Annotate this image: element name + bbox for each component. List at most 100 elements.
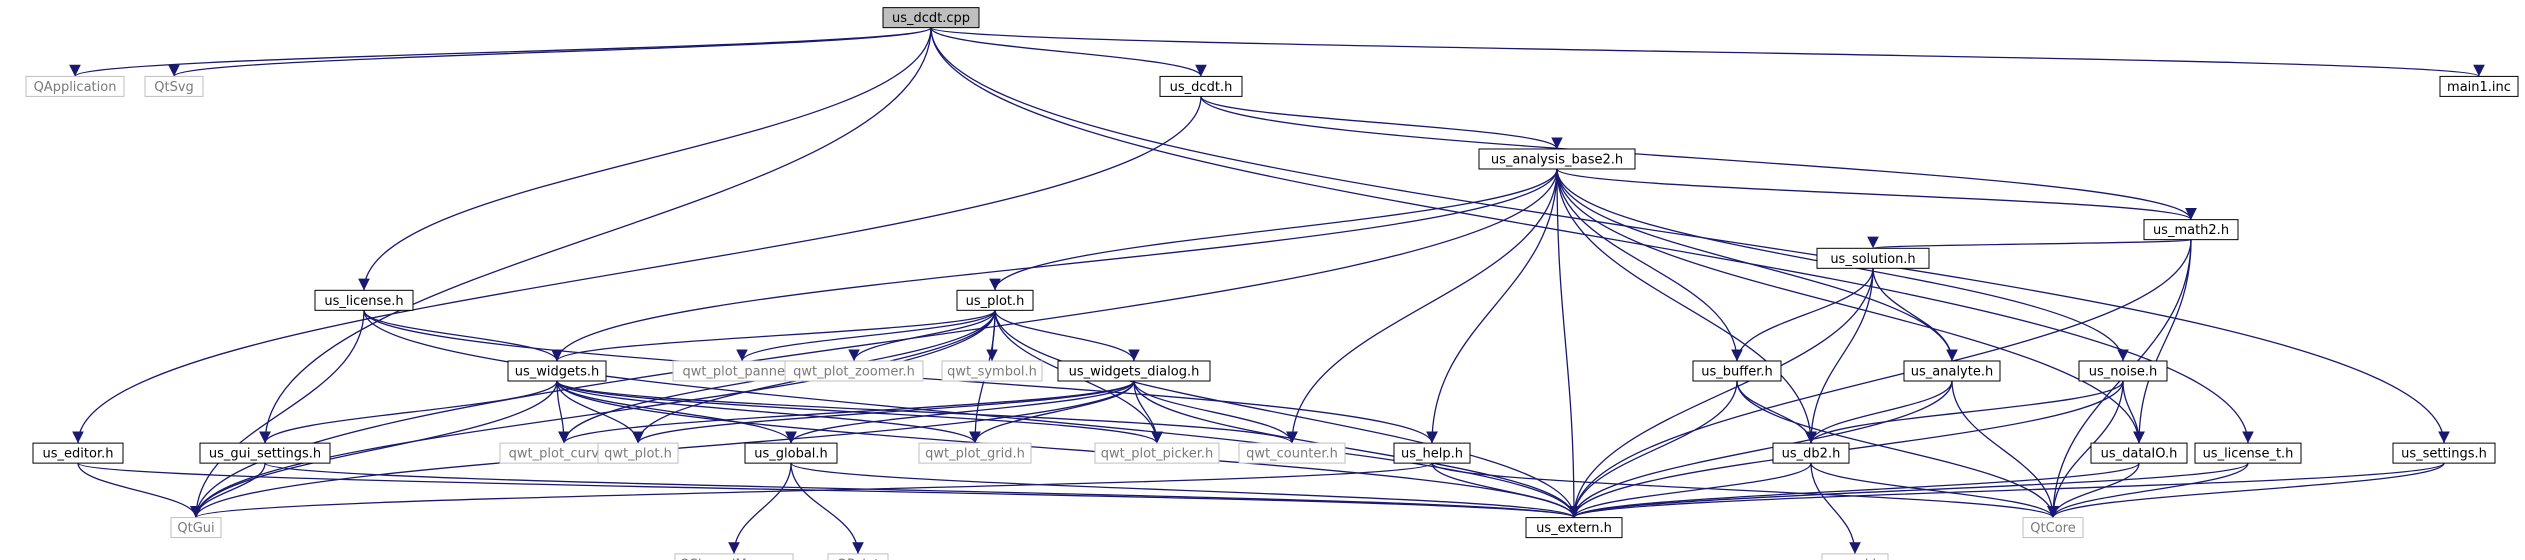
node-box [1772,442,1850,464]
node-label: us_dcdt.h [1170,80,1233,95]
node-label: QPoint [837,557,880,560]
node-us-db2-h[interactable]: us_db2.h [1772,442,1850,464]
edge-us-solution-h-to-us-buffer-h [1731,268,1874,362]
edge-us-analysis-base2-h-to-us-widgets-h [551,168,1558,361]
edge-us-analysis-base2-h-to-us-dataIO-h [1556,168,2145,444]
edge-us-analysis-base2-h-to-QtGui [190,168,1558,518]
node-box [784,360,924,382]
node-main1-inc[interactable]: main1.inc [2439,75,2519,97]
edge-us-dataIO-h-to-QtCore [2047,463,2140,518]
edge-us-plot-h-to-us-extern-h [994,310,1580,518]
node-box [1821,553,1889,560]
node-label: qwt_plot_curve.h [509,447,620,462]
edge-us-analysis-base2-h-to-us-plot-h [989,168,1558,291]
edge-us-widgets-h-to-us-gui-settings-h [259,380,558,444]
node-us-editor-h[interactable]: us_editor.h [32,442,124,464]
edge-us-dcdt-h-to-us-analysis-base2-h [1200,96,1563,150]
node-label: QtCore [2030,521,2075,536]
node-box [199,442,331,464]
edge-us-math2-h-to-us-extern-h [1568,239,2192,518]
node-us-global-h[interactable]: us_global.h [744,442,838,464]
node-qwt-plot-zoomer-h[interactable]: qwt_plot_zoomer.h [784,360,924,382]
edge-us-settings-h-to-QtCore [2047,462,2445,519]
edge-us-dcdt-h-to-us-editor-h [72,96,1202,444]
edge-us-help-h-to-us-extern-h [1431,462,1580,518]
node-label: us_gui_settings.h [209,447,321,462]
node-qwt-plot-curve-h[interactable]: qwt_plot_curve.h [499,442,629,464]
node-label: us_settings.h [2401,447,2487,462]
edge-us-solution-h-to-us-db2-h [1805,268,1874,444]
edge-us-plot-h-to-qwt-plot-panner-h [736,310,996,362]
node-qwt-symbol-h[interactable]: qwt_symbol.h [941,360,1043,382]
node-box [170,517,222,539]
node-us-license-h[interactable]: us_license.h [314,289,414,311]
edge-us-gui-settings-h-to-us-extern-h [264,462,1580,519]
node-us-math2-h[interactable]: us_math2.h [2143,219,2239,241]
node-QApplication[interactable]: QApplication [25,75,125,97]
node-label: qwt_counter.h [1246,447,1338,462]
edge-us-widgets-h-to-qwt-plot-h [556,380,644,444]
node-us-widgets-dialog-h[interactable]: us_widgets_dialog.h [1057,360,1211,382]
node-qwt-counter-h[interactable]: qwt_counter.h [1238,442,1346,464]
edge-us-widgets-dialog-h-to-qwt-plot-h [632,380,1135,444]
node-us-analysis-base2-h[interactable]: us_analysis_base2.h [1478,148,1636,170]
edge-us-dcdt-cpp-to-us-gui-settings-h [259,27,932,444]
edge-us-analyte-h-to-us-db2-h [1805,380,1953,444]
node-us-license-t-h[interactable]: us_license_t.h [2194,442,2302,464]
node-label: us_dataIO.h [2101,447,2178,462]
edge-us-help-h-to-QtGui [190,462,1433,519]
node-box [941,360,1043,382]
edge-us-widgets-dialog-h-to-qwt-counter-h [1133,380,1298,444]
node-mysql-h[interactable]: mysql.h [1821,553,1889,560]
node-us-widgets-h[interactable]: us_widgets.h [507,360,607,382]
node-us-gui-settings-h[interactable]: us_gui_settings.h [199,442,331,464]
node-box [2022,517,2084,539]
node-us-dcdt-h[interactable]: us_dcdt.h [1159,75,1243,97]
node-us-settings-h[interactable]: us_settings.h [2392,442,2496,464]
edge-us-analysis-base2-h-to-us-buffer-h [1556,168,1743,361]
node-label: us_extern.h [1536,521,1612,536]
node-label: us_analyte.h [1911,364,1993,379]
node-us-plot-h[interactable]: us_plot.h [956,289,1034,311]
edge-us-db2-h-to-us-extern-h [1568,462,1812,518]
edge-layer [69,27,2485,554]
edge-us-plot-h-to-us-widgets-dialog-h [994,310,1140,362]
node-QSharedMemory[interactable]: QSharedMemory [674,553,794,560]
node-us-extern-h[interactable]: us_extern.h [1525,517,1623,539]
node-qwt-plot-h[interactable]: qwt_plot.h [597,442,679,464]
edge-us-dcdt-cpp-to-main1-inc [930,27,2485,77]
node-us-analyte-h[interactable]: us_analyte.h [1903,360,2001,382]
node-us-noise-h[interactable]: us_noise.h [2078,360,2168,382]
edge-us-analysis-base2-h-to-us-extern-h [1556,168,1580,518]
edge-us-db2-h-to-mysql-h [1810,463,1861,554]
node-label: QSharedMemory [680,557,789,560]
edge-us-db2-h-to-QtCore [1810,462,2059,518]
node-us-help-h[interactable]: us_help.h [1393,442,1471,464]
node-box [144,75,204,97]
node-qwt-plot-grid-h[interactable]: qwt_plot_grid.h [918,442,1032,464]
edge-us-math2-h-to-us-dataIO-h [2133,239,2192,444]
node-box [32,442,124,464]
node-QtSvg[interactable]: QtSvg [144,75,204,97]
node-label: main1.inc [2447,80,2511,95]
edge-us-buffer-h-to-us-extern-h [1568,380,1738,518]
node-us-dcdt-cpp[interactable]: us_dcdt.cpp [882,7,980,29]
node-box [2439,75,2519,97]
edge-us-analysis-base2-h-to-us-help-h [1426,168,1558,444]
edge-us-license-t-h-to-QtCore [2047,462,2249,518]
node-label: qwt_plot_grid.h [925,447,1025,462]
node-label: us_solution.h [1830,252,1915,267]
node-QtGui[interactable]: QtGui [170,517,222,539]
node-qwt-plot-panner-h[interactable]: qwt_plot_panner.h [672,360,812,382]
edge-us-global-h-to-us-extern-h [790,462,1580,519]
node-qwt-plot-picker-h[interactable]: qwt_plot_picker.h [1094,442,1220,464]
node-label: us_plot.h [966,294,1025,309]
edge-us-dcdt-h-to-us-math2-h [1200,96,2197,220]
node-us-solution-h[interactable]: us_solution.h [1816,247,1930,269]
node-us-buffer-h[interactable]: us_buffer.h [1692,360,1782,382]
node-QtCore[interactable]: QtCore [2022,517,2084,539]
node-box [314,289,414,311]
node-us-dataIO-h[interactable]: us_dataIO.h [2090,442,2188,464]
node-label: QtSvg [154,80,194,95]
node-QPoint[interactable]: QPoint [827,553,889,560]
